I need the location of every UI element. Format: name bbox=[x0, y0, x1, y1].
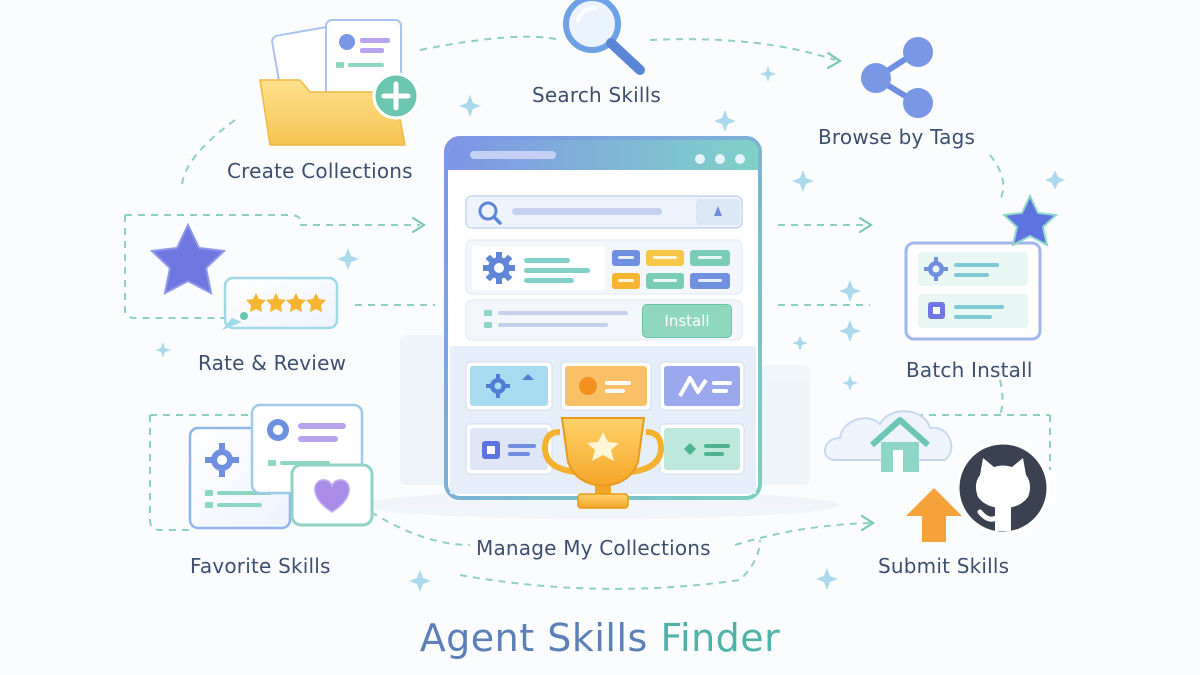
window-dot-1 bbox=[695, 154, 705, 164]
search-bar-icon bbox=[478, 201, 502, 225]
window-dot-2 bbox=[715, 154, 725, 164]
trophy-icon bbox=[541, 417, 665, 509]
feature-label-batch-install: Batch Install bbox=[906, 358, 1033, 382]
window-dot-3 bbox=[735, 154, 745, 164]
feature-label-manage-collections: Manage My Collections bbox=[476, 536, 711, 560]
upload-arrow-icon bbox=[906, 488, 962, 542]
feature-label-favorite-skills: Favorite Skills bbox=[190, 554, 331, 578]
title-part-2: Finder bbox=[660, 616, 781, 660]
feature-label-submit-skills: Submit Skills bbox=[878, 554, 1010, 578]
star-icon bbox=[149, 222, 227, 295]
feature-label-create-collections: Create Collections bbox=[227, 159, 413, 183]
title-part-1: Agent Skills bbox=[419, 616, 648, 660]
heart-icon bbox=[314, 479, 350, 513]
search-submit-icon bbox=[714, 206, 722, 216]
sparkle-decorations bbox=[155, 66, 1065, 592]
rating-card-icon bbox=[222, 276, 339, 330]
connector-paths bbox=[124, 35, 1051, 590]
share-icon bbox=[861, 37, 933, 118]
connector-arrowheads bbox=[411, 51, 876, 532]
page-title: Agent Skills Finder bbox=[0, 616, 1200, 660]
app-window bbox=[444, 136, 762, 500]
favorite-cards-icon bbox=[188, 403, 374, 530]
folder-plus-icon bbox=[259, 19, 420, 146]
cloud-house-icon bbox=[824, 410, 953, 472]
window-title-bar bbox=[470, 151, 556, 159]
github-icon bbox=[956, 441, 1050, 535]
magnifier-icon bbox=[563, 0, 645, 75]
batch-install-icon bbox=[904, 241, 1042, 341]
gear-icon bbox=[483, 252, 515, 284]
install-button[interactable]: Install bbox=[642, 304, 732, 338]
tag-chips bbox=[612, 250, 730, 289]
feature-label-search-skills: Search Skills bbox=[532, 83, 662, 107]
feature-label-rate-review: Rate & Review bbox=[198, 351, 347, 375]
feature-label-browse-by-tags: Browse by Tags bbox=[818, 125, 976, 149]
star-badge-icon bbox=[1001, 193, 1059, 247]
